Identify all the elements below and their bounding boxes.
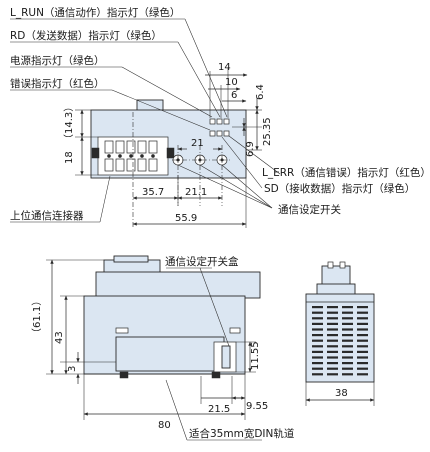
vent-slot xyxy=(342,311,353,314)
vent-slot xyxy=(357,362,368,365)
dim-11-55: 11.55 xyxy=(250,341,261,370)
vent-slot xyxy=(312,345,323,348)
vent-slot xyxy=(342,356,353,359)
vent-slot xyxy=(312,373,323,376)
dim-6-4: 6.4 xyxy=(255,84,266,100)
din-rail-clip xyxy=(115,336,225,372)
vent-slot xyxy=(327,328,338,331)
dim-3: 3 xyxy=(67,366,78,372)
dim-6: 6 xyxy=(231,90,237,101)
side-dimensions xyxy=(305,382,375,406)
vent-slot xyxy=(342,373,353,376)
top-dimensions xyxy=(75,68,262,228)
callout-comm-switch: 通信设定开关 xyxy=(278,203,341,216)
dim-25-35: 25.35 xyxy=(262,117,273,146)
dim-6-9: 6.9 xyxy=(245,141,256,157)
callout-l-run: L_RUN（通信动作）指示灯（绿色） xyxy=(10,6,180,19)
callout-host-connector: 上位通信连接器 xyxy=(10,209,84,222)
callout-din-rail: 适合35mm宽DIN轨道 xyxy=(189,427,295,440)
vent-slot xyxy=(327,356,338,359)
vent-slot xyxy=(312,362,323,365)
dim-38: 38 xyxy=(335,388,348,399)
vent-slot xyxy=(357,345,368,348)
vent-slot xyxy=(342,306,353,309)
callout-l-err: L_ERR（通信错误）指示灯（红色） xyxy=(262,166,430,179)
vent-slot xyxy=(312,317,323,320)
top-view xyxy=(90,99,247,228)
dim-9-55: 9.55 xyxy=(246,401,268,412)
dim-14-3: （14.3） xyxy=(63,102,75,144)
vent-slot xyxy=(327,311,338,314)
vent-slot xyxy=(357,328,368,331)
dim-61-1: （61.1） xyxy=(31,296,43,338)
vent-slot xyxy=(357,317,368,320)
vent-slot xyxy=(327,367,338,370)
dim-55-9: 55.9 xyxy=(175,213,197,224)
side-vent-slots xyxy=(312,306,368,376)
vent-slot xyxy=(327,317,338,320)
vent-slot xyxy=(342,350,353,353)
vent-slot xyxy=(357,322,368,325)
indicator-leds xyxy=(209,118,230,137)
vent-slot xyxy=(357,334,368,337)
dim-14: 14 xyxy=(218,62,231,73)
vent-slot xyxy=(342,362,353,365)
vent-slot xyxy=(327,322,338,325)
dim-10: 10 xyxy=(225,77,238,88)
vent-slot xyxy=(327,373,338,376)
vent-slot xyxy=(312,328,323,331)
vent-slot xyxy=(342,328,353,331)
dim-18: 18 xyxy=(64,151,75,164)
vent-slot xyxy=(327,350,338,353)
front-dimensions xyxy=(46,259,256,420)
vent-slot xyxy=(312,311,323,314)
side-view xyxy=(305,261,375,383)
vent-slot xyxy=(327,306,338,309)
dim-43: 43 xyxy=(54,331,65,344)
vent-slot xyxy=(357,311,368,314)
top-callout-leaders xyxy=(10,18,281,223)
vent-slot xyxy=(312,339,323,342)
front-callout-leaders xyxy=(165,267,262,441)
callout-power: 电源指示灯（绿色） xyxy=(10,54,105,67)
vent-slot xyxy=(327,339,338,342)
vent-slot xyxy=(342,322,353,325)
vent-slot xyxy=(357,367,368,370)
vent-slot xyxy=(312,350,323,353)
dim-21-1: 21.1 xyxy=(185,187,207,198)
side-view-body xyxy=(305,293,375,383)
dim-35-7: 35.7 xyxy=(142,187,164,198)
vent-slot xyxy=(357,306,368,309)
dim-80: 80 xyxy=(158,420,171,431)
front-view xyxy=(83,255,261,379)
vent-slot xyxy=(312,334,323,337)
vent-slot xyxy=(327,362,338,365)
vent-slot xyxy=(327,334,338,337)
vent-slot xyxy=(312,306,323,309)
vent-slot xyxy=(327,345,338,348)
callout-rd: RD（发送数据）指示灯（绿色） xyxy=(10,29,162,42)
callout-sd: SD（接收数据）指示灯（绿色） xyxy=(264,182,415,195)
vent-slot xyxy=(357,373,368,376)
vent-slot xyxy=(342,317,353,320)
connector-terminals xyxy=(104,140,158,172)
vent-slot xyxy=(342,367,353,370)
vent-slot xyxy=(342,345,353,348)
vent-slot xyxy=(357,339,368,342)
vent-slot xyxy=(342,339,353,342)
vent-slot xyxy=(312,367,323,370)
dim-21-5: 21.5 xyxy=(208,404,230,415)
vent-slot xyxy=(312,322,323,325)
vent-slot xyxy=(342,334,353,337)
callout-error: 错误指示灯（红色） xyxy=(10,77,105,90)
vent-slot xyxy=(357,356,368,359)
callout-switch-box: 通信设定开关盒 xyxy=(165,255,239,268)
vent-slot xyxy=(357,350,368,353)
vent-slot xyxy=(312,356,323,359)
dim-21: 21 xyxy=(191,138,204,149)
